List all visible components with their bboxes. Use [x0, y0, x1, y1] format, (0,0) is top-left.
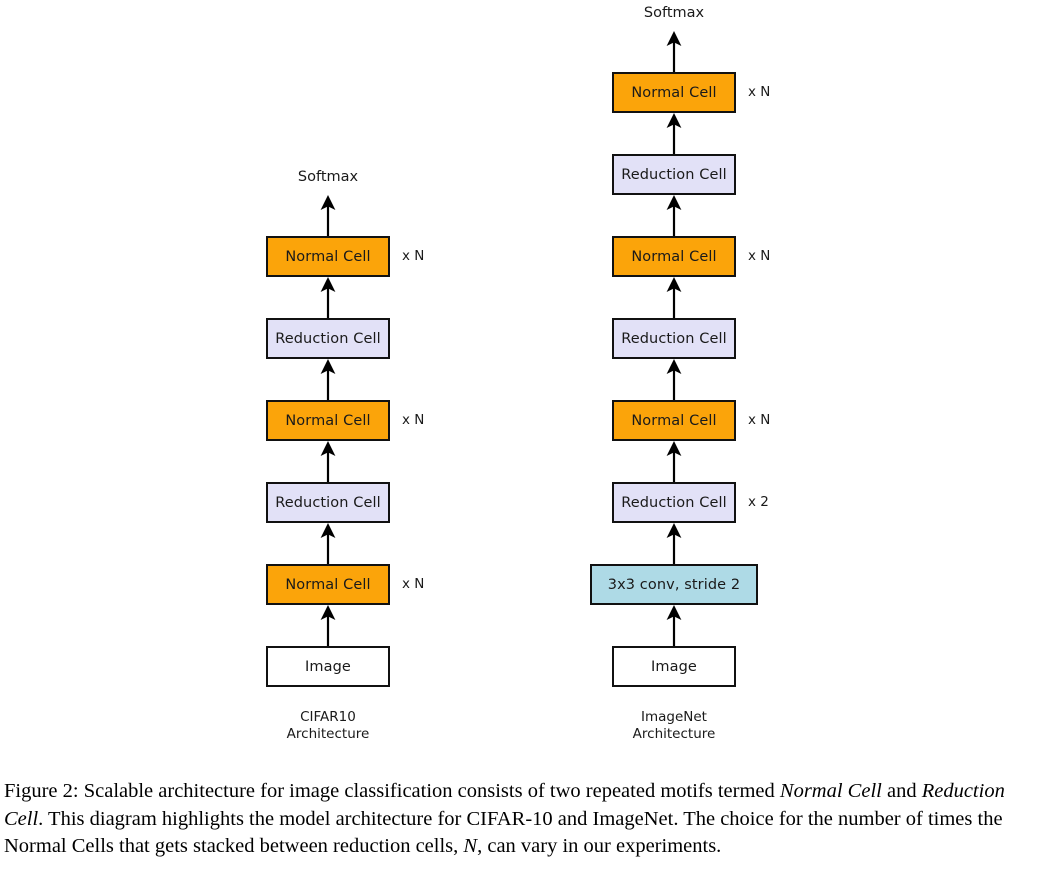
- node-reduction-1: Reduction Cell: [266, 318, 390, 359]
- node-reduction-5: Reduction Cell: [612, 482, 736, 523]
- node-reduction-3: Reduction Cell: [266, 482, 390, 523]
- arrow-up-4: [663, 359, 685, 400]
- arrow-up-5: [317, 605, 339, 646]
- repeat-multiplier-5: x 2: [748, 493, 769, 510]
- column-caption-line-1: CIFAR10: [300, 709, 356, 725]
- softmax-label: Softmax: [297, 169, 359, 185]
- repeat-multiplier-4: x N: [748, 411, 771, 428]
- node-normal-2: Normal Cell: [266, 400, 390, 441]
- column-caption-line-2: Architecture: [286, 726, 370, 742]
- node-label: 3x3 conv, stride 2: [607, 576, 741, 593]
- node-label: Normal Cell: [631, 412, 717, 429]
- node-label: Normal Cell: [631, 84, 717, 101]
- arrow-up-0: [663, 31, 685, 72]
- arrow-up-6: [663, 523, 685, 564]
- repeat-multiplier-2: x N: [748, 247, 771, 264]
- caption-emphasis-n: N: [463, 835, 478, 857]
- node-label: Normal Cell: [285, 576, 371, 593]
- arrow-up-2: [317, 359, 339, 400]
- caption-emphasis-reduction-cell: Reduction Cell: [4, 780, 1005, 830]
- repeat-multiplier-0: x N: [402, 247, 425, 264]
- arrow-up-1: [317, 277, 339, 318]
- arrow-up-3: [317, 441, 339, 482]
- node-label: Normal Cell: [631, 248, 717, 265]
- node-label: Image: [305, 658, 351, 675]
- node-label: Normal Cell: [285, 248, 371, 265]
- caption-emphasis-normal-cell: Normal Cell: [779, 780, 882, 802]
- caption-part-2: and: [881, 780, 922, 802]
- softmax-label: Softmax: [643, 5, 705, 21]
- node-normal-0: Normal Cell: [266, 236, 390, 277]
- repeat-multiplier-2: x N: [402, 411, 425, 428]
- node-normal-0: Normal Cell: [612, 72, 736, 113]
- imagenet-architecture-column: Image 3x3 conv, stride 2 Reduction Cell x 2…: [504, 0, 844, 770]
- column-caption-line-2: Architecture: [632, 726, 716, 742]
- figure-caption: Figure 2: Scalable architecture for imag…: [4, 778, 1036, 861]
- node-label: Reduction Cell: [621, 166, 727, 183]
- arrow-up-0: [317, 195, 339, 236]
- arrow-up-2: [663, 195, 685, 236]
- arrow-up-1: [663, 113, 685, 154]
- arrow-up-4: [317, 523, 339, 564]
- arrow-up-7: [663, 605, 685, 646]
- node-reduction-1: Reduction Cell: [612, 154, 736, 195]
- repeat-multiplier-4: x N: [402, 575, 425, 592]
- node-reduction-3: Reduction Cell: [612, 318, 736, 359]
- arrow-up-3: [663, 277, 685, 318]
- column-caption-line-1: ImageNet: [641, 709, 707, 725]
- node-normal-2: Normal Cell: [612, 236, 736, 277]
- node-label: Reduction Cell: [275, 494, 381, 511]
- node-label: Image: [651, 658, 697, 675]
- node-image-5: Image: [266, 646, 390, 687]
- caption-part-4: , can vary in our experiments.: [477, 835, 722, 857]
- caption-part-3: . This diagram highlights the model arch…: [4, 807, 1003, 858]
- node-image-7: Image: [612, 646, 736, 687]
- node-normal-4: Normal Cell: [612, 400, 736, 441]
- node-normal-4: Normal Cell: [266, 564, 390, 605]
- node-conv-6: 3x3 conv, stride 2: [590, 564, 758, 605]
- node-label: Reduction Cell: [621, 494, 727, 511]
- repeat-multiplier-0: x N: [748, 83, 771, 100]
- node-label: Reduction Cell: [275, 330, 381, 347]
- node-label: Normal Cell: [285, 412, 371, 429]
- arrow-up-5: [663, 441, 685, 482]
- node-label: Reduction Cell: [621, 330, 727, 347]
- caption-part-1: Figure 2: Scalable architecture for imag…: [4, 780, 780, 802]
